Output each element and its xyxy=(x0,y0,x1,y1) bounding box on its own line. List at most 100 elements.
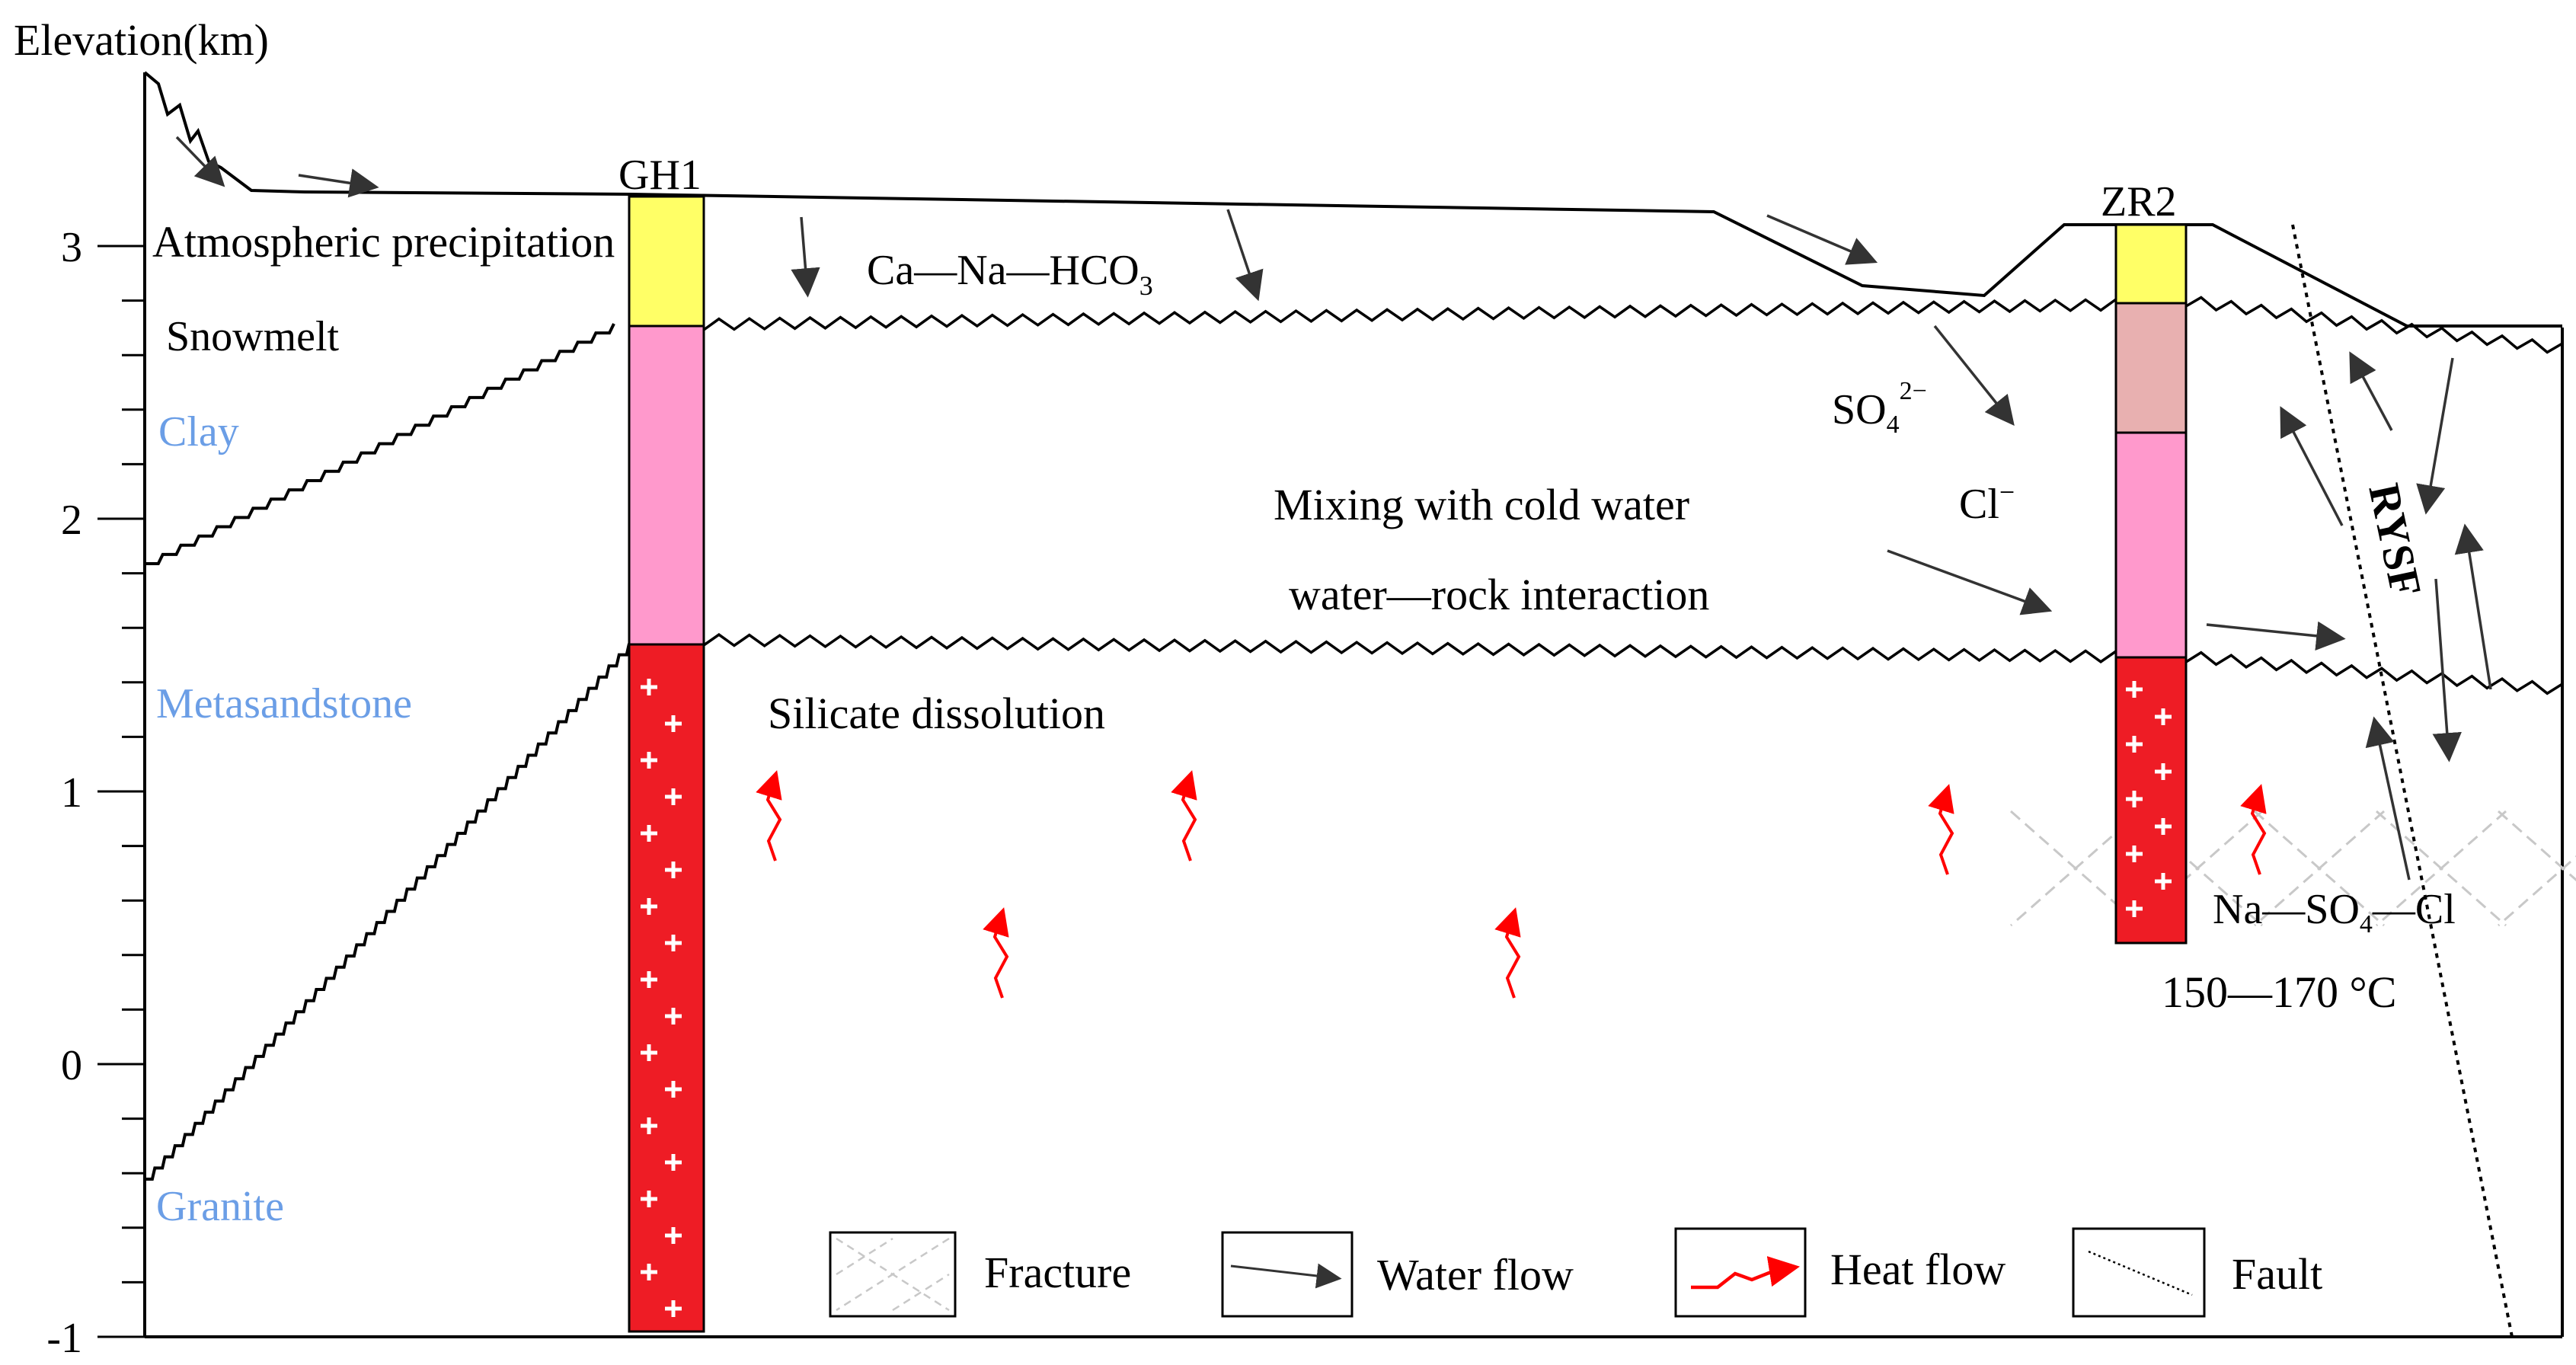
water-flow-arrow xyxy=(298,168,379,198)
label-water-type-shallow-main: Ca—Na—HCO xyxy=(867,247,1139,294)
granite-plus-symbol xyxy=(2155,818,2172,835)
heat-flow-arrow xyxy=(756,770,782,862)
granite-plus-symbol xyxy=(641,679,657,695)
granite-plus-symbol xyxy=(2155,873,2172,890)
water-flow-arrow xyxy=(2416,357,2454,515)
water-flow-arrow xyxy=(2432,578,2462,762)
granite-plus-symbol xyxy=(641,1191,657,1207)
granite-plus-symbol xyxy=(665,862,682,878)
water-flow-arrow xyxy=(2280,406,2344,526)
fracture-stroke xyxy=(2498,855,2576,927)
label-chloride-sup: − xyxy=(1999,477,2015,507)
water-flow-arrow xyxy=(2365,716,2411,881)
granite-plus-symbol xyxy=(2126,736,2143,753)
label-silicate-dissolution: Silicate dissolution xyxy=(768,689,1105,738)
fracture-stroke xyxy=(2254,810,2385,927)
heat-flow-arrow xyxy=(1928,784,1954,875)
water-flow-arrow xyxy=(1766,214,1878,265)
well-gh1 xyxy=(628,195,705,1333)
water-flow-arrow xyxy=(2454,523,2492,690)
label-sulfate-sub: 4 xyxy=(1887,411,1900,439)
axis-tick-labels: 3 2 1 0 -1 xyxy=(46,224,82,1362)
granite-plus-symbol xyxy=(2126,681,2143,698)
lower-horizon-zigzag xyxy=(703,633,2563,695)
label-water-type-deep-b: —Cl xyxy=(2372,886,2456,933)
water-flow-arrow xyxy=(791,216,820,298)
water-flow-arrow xyxy=(175,136,225,187)
label-water-type-deep-sub: 4 xyxy=(2360,910,2373,938)
granite-plus-symbol xyxy=(641,1264,657,1280)
zr2-rose-segment xyxy=(2114,302,2188,434)
axis-tick-label: 1 xyxy=(61,769,82,817)
well-zr2 xyxy=(2114,223,2188,945)
granite-plus-symbol xyxy=(641,1117,657,1134)
label-snowmelt: Snowmelt xyxy=(166,313,340,360)
zr2-granite-symbols xyxy=(2126,681,2172,917)
granite-plus-symbol xyxy=(2155,708,2172,725)
heat-flow-arrow xyxy=(1494,907,1521,999)
gh1-granite-symbols xyxy=(641,679,682,1317)
heat-flow-arrow xyxy=(983,907,1009,999)
legend-fault-label: Fault xyxy=(2232,1249,2322,1299)
water-flow-arrow xyxy=(1887,549,2053,615)
granite-plus-symbol xyxy=(665,935,682,951)
legend-heat-flow-label: Heat flow xyxy=(1830,1245,2006,1294)
gh1-pink-segment xyxy=(628,324,705,646)
water-flow-arrows xyxy=(175,136,2492,881)
water-flow-arrow xyxy=(2349,351,2393,431)
granite-plus-symbol xyxy=(665,788,682,805)
legend: Fracture Water flow Heat flow Fault xyxy=(829,1227,2322,1318)
legend-heat-flow-swatch xyxy=(1674,1227,1807,1318)
stratum-label-clay: Clay xyxy=(158,408,239,456)
water-flow-arrow xyxy=(1933,324,2015,427)
granite-plus-symbol xyxy=(641,898,657,915)
topography-line xyxy=(143,71,2562,328)
fracture-stroke xyxy=(2376,810,2507,927)
granite-plus-symbol xyxy=(2155,763,2172,780)
water-flow-arrow xyxy=(1226,209,1264,302)
water-flow-arrow xyxy=(2206,621,2346,651)
gh1-granite-segment xyxy=(628,643,705,1333)
axis-tick-label: 2 xyxy=(61,497,82,544)
axis-title: Elevation(km) xyxy=(14,15,269,65)
heat-flow-arrows xyxy=(756,770,2267,999)
zr2-yellow-segment xyxy=(2114,223,2188,305)
gh1-yellow-segment xyxy=(628,195,705,328)
granite-plus-symbol xyxy=(641,825,657,842)
well-label-zr2: ZR2 xyxy=(2101,178,2177,225)
label-chloride: Cl− xyxy=(1959,477,2015,528)
stratum-label-granite: Granite xyxy=(156,1183,284,1230)
label-atmospheric-precipitation: Atmospheric precipitation xyxy=(152,217,615,267)
label-water-type-deep-a: Na—SO xyxy=(2213,886,2360,933)
label-water-type-shallow-sub: 3 xyxy=(1139,270,1153,301)
zr2-pink-segment xyxy=(2114,431,2188,659)
label-sulfate: SO42− xyxy=(1832,377,1927,439)
label-chloride-main: Cl xyxy=(1959,481,1999,528)
granite-plus-symbol xyxy=(665,1008,682,1025)
label-water-type-deep: Na—SO4—Cl xyxy=(2213,886,2456,938)
granite-plus-symbol xyxy=(641,752,657,769)
axis-tick-label: 0 xyxy=(61,1042,82,1089)
metasandstone-contact-line xyxy=(145,643,631,1181)
granite-plus-symbol xyxy=(665,1154,682,1171)
legend-water-flow-arrow xyxy=(1230,1263,1342,1289)
label-fault-rysf: RYSF xyxy=(2359,479,2431,601)
label-sulfate-sup: 2− xyxy=(1900,377,1927,405)
label-temperature: 150—170 °C xyxy=(2162,967,2396,1017)
granite-plus-symbol xyxy=(641,1044,657,1061)
heat-flow-arrow xyxy=(1171,770,1197,862)
axis-tick-label: -1 xyxy=(46,1315,82,1361)
label-water-type-shallow: Ca—Na—HCO3 xyxy=(867,247,1153,301)
granite-plus-symbol xyxy=(665,715,682,732)
granite-plus-symbol xyxy=(2126,791,2143,807)
label-water-rock-interaction: water—rock interaction xyxy=(1289,570,1709,619)
legend-water-flow-swatch xyxy=(1221,1231,1354,1318)
granite-plus-symbol xyxy=(665,1081,682,1098)
legend-fracture-pattern xyxy=(836,1237,950,1312)
axis-tick-label: 3 xyxy=(61,224,82,271)
granite-plus-symbol xyxy=(2126,846,2143,862)
label-mixing-cold-water: Mixing with cold water xyxy=(1274,480,1689,529)
granite-plus-symbol xyxy=(665,1227,682,1244)
